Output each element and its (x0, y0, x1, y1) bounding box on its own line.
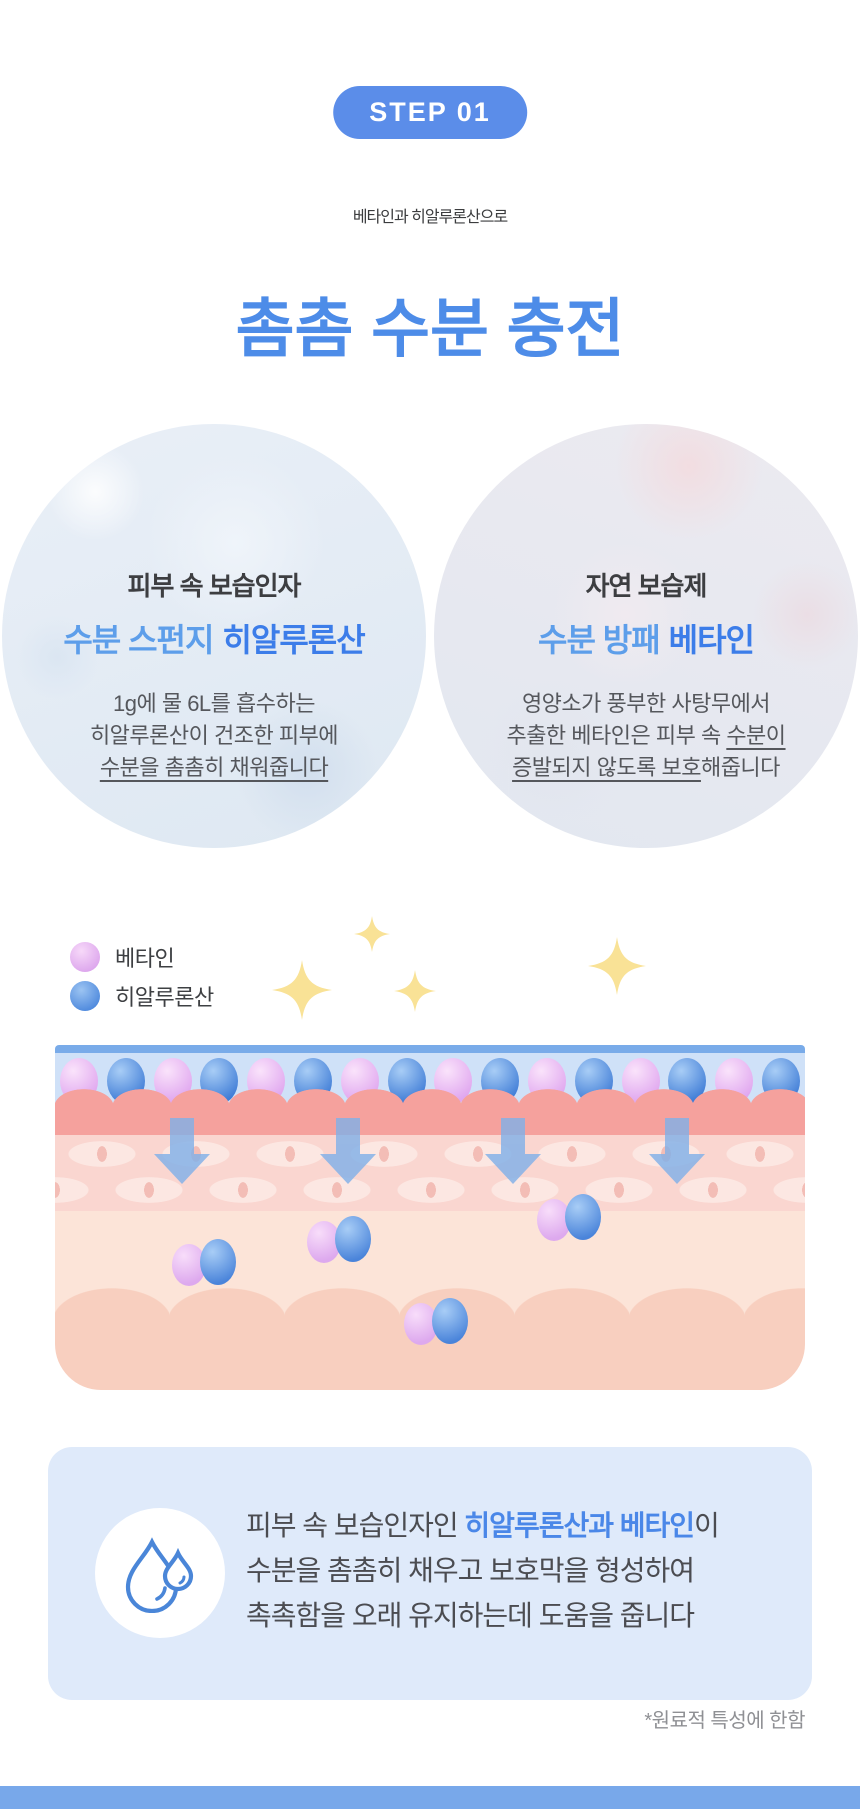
sparkle-icon (354, 916, 390, 952)
card-betaine-body: 영양소가 풍부한 사탕무에서 추출한 베타인은 피부 속 수분이 증발되지 않도… (434, 688, 858, 784)
card-betaine-label: 자연 보습제 (585, 571, 708, 601)
summary-line2: 수분을 촘촘히 채우고 보호막을 형성하여 (246, 1555, 695, 1586)
water-drop-icon (125, 1537, 194, 1613)
card-hyaluronic-body-line2: 히알루론산이 건조한 피부에 (89, 723, 339, 748)
skin-surface-strip (55, 1045, 805, 1053)
heading-line1: 베타인과 히알루론산으로 (352, 209, 508, 226)
card-betaine-title-light: 수분 방패 (538, 622, 661, 658)
molecule-legend: 베타인 히알루론산 (70, 941, 214, 1019)
legend-betaine-label: 베타인 (115, 946, 175, 971)
sparkle-icon (272, 960, 332, 1020)
betaine-ball-icon (70, 942, 100, 972)
sparkle-icon (588, 937, 646, 995)
legend-hyaluronic-label: 히알루론산 (115, 985, 214, 1010)
legend-item-hyaluronic: 히알루론산 (70, 980, 214, 1012)
molecule-pair (307, 1216, 379, 1264)
water-drop-badge (95, 1508, 225, 1638)
card-hyaluronic-body-line1: 1g에 물 6L를 흡수하는 (113, 691, 315, 716)
footnote: *원료적 특성에 한함 (644, 1710, 805, 1732)
card-hyaluronic-title-bold: 히알루론산 (222, 622, 365, 658)
molecule-pair (404, 1298, 476, 1346)
summary-text: 피부 속 보습인자인 히알루론산과 베타인이 수분을 촘촘히 채우고 보호막을 … (246, 1503, 720, 1638)
heading-line2: 촘촘 수분 충전 (235, 293, 625, 365)
absorption-arrow-icon (649, 1118, 705, 1184)
legend-item-betaine: 베타인 (70, 941, 214, 973)
absorption-arrow-icon (485, 1118, 541, 1184)
molecule-pair (537, 1194, 609, 1242)
absorption-arrow-icon (320, 1118, 376, 1184)
absorption-arrow-icon (154, 1118, 210, 1184)
card-betaine-title-bold: 베타인 (668, 622, 755, 658)
card-betaine-body-line1: 영양소가 풍부한 사탕무에서 (521, 691, 771, 716)
epidermis-scallop-edge (55, 1089, 805, 1107)
card-hyaluronic-body: 1g에 물 6L를 흡수하는 히알루론산이 건조한 피부에 수분을 촘촘히 채워… (2, 688, 426, 784)
card-betaine-body-line3: 증발되지 않도록 보호해줍니다 (512, 755, 780, 780)
hyaluronic-ball-icon (70, 981, 100, 1011)
summary-line3: 촉촉함을 오래 유지하는데 도움을 줍니다 (246, 1600, 695, 1631)
sparkle-icon (394, 970, 436, 1012)
skin-layer-diagram (55, 1045, 805, 1390)
summary-line1: 피부 속 보습인자인 히알루론산과 베타인이 (246, 1510, 720, 1541)
molecule-pair (172, 1239, 244, 1287)
step-badge: STEP 01 (333, 86, 527, 139)
card-betaine-body-line2: 추출한 베타인은 피부 속 수분이 (506, 723, 786, 748)
card-hyaluronic-title-light: 수분 스펀지 (63, 622, 214, 658)
card-hyaluronic-body-line3: 수분을 촘촘히 채워줍니다 (99, 755, 329, 780)
bottom-section-strip (0, 1786, 860, 1809)
summary-info-box: 피부 속 보습인자인 히알루론산과 베타인이 수분을 촘촘히 채우고 보호막을 … (48, 1447, 812, 1700)
card-hyaluronic-label: 피부 속 보습인자 (127, 571, 302, 601)
